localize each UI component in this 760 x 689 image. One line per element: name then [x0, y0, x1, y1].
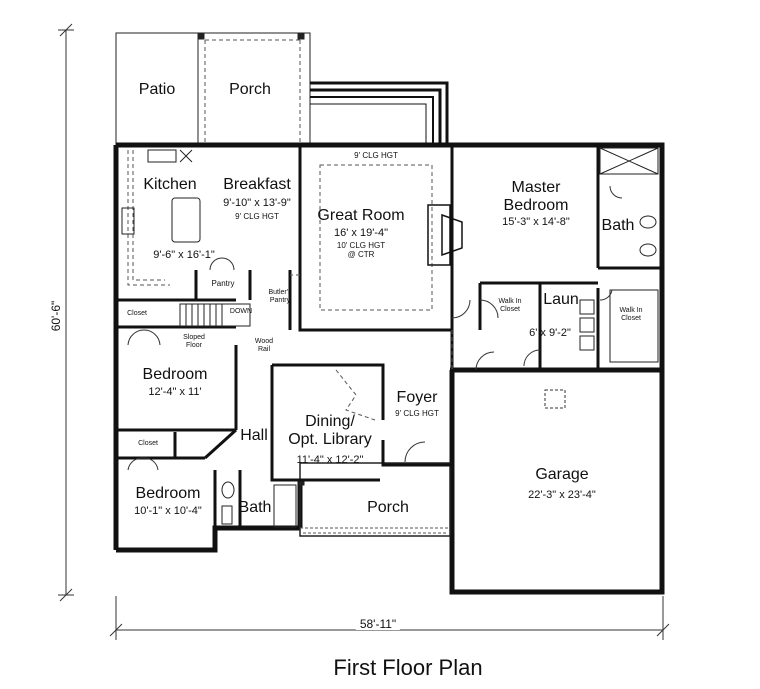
great-room-dims: 16' x 19'-4": [334, 227, 388, 239]
garage-label: Garage: [535, 466, 589, 483]
master-bath-label: Bath: [601, 217, 635, 234]
laundry-dims: 6' x 9'-2": [529, 327, 571, 339]
stairs-down-label: DOWN: [229, 308, 253, 315]
bath-fixtures: [221, 147, 659, 528]
bedroom-3-label: Bedroom: [135, 485, 201, 502]
plan-title: First Floor Plan: [333, 655, 483, 680]
bedroom-2-label: Bedroom: [142, 366, 208, 383]
door-swings: [127, 185, 623, 471]
pantry-label: Pantry: [211, 279, 235, 288]
dining-dims: 11'-4" x 12'-2": [296, 454, 364, 466]
bath-2-label: Bath: [238, 499, 272, 516]
stairs: [179, 303, 251, 327]
bedroom-2-dims: 12'-4" x 11': [148, 386, 202, 398]
front-porch: [298, 462, 451, 537]
great-room-ceiling-note: 10' CLG HGT: [336, 241, 386, 250]
hall-label: Hall: [240, 427, 268, 444]
garage-light: [544, 389, 566, 409]
interior-walls: [116, 145, 662, 528]
rear-porch-label: Porch: [229, 81, 271, 98]
dashed-features: [127, 150, 453, 421]
fireplace: [427, 204, 463, 266]
patio-label: Patio: [138, 81, 176, 98]
foyer-label: Foyer: [396, 389, 438, 406]
great-room-ceiling-note-2: @ CTR: [347, 250, 375, 259]
kitchen-dims: 9'-6" x 16'-1": [153, 249, 215, 261]
closet-1-label: Closet: [127, 310, 147, 317]
breakfast-label: Breakfast: [223, 176, 291, 193]
overall-depth-dimension: 60'-6": [49, 297, 63, 335]
great-room-ceiling-top: 9' CLG HGT: [354, 151, 398, 160]
master-bedroom-label-1: Master: [511, 179, 561, 196]
front-porch-label: Porch: [367, 499, 409, 516]
master-bedroom-dims: 15'-3" x 14'-8": [502, 216, 570, 228]
master-bedroom-label-2: Bedroom: [503, 197, 569, 214]
great-room-label: Great Room: [317, 207, 405, 224]
garage-dims: 22'-3" x 23'-4": [528, 489, 596, 501]
laundry-label: Laun: [543, 291, 579, 308]
overall-width-dimension: 58'-11": [355, 618, 401, 630]
dining-label-1: Dining/: [305, 413, 355, 430]
kitchen-fixtures: [121, 149, 201, 243]
dining-label-2: Opt. Library: [288, 431, 372, 448]
bedroom-3-dims: 10'-1" x 10'-4": [134, 505, 202, 517]
kitchen-label: Kitchen: [143, 176, 197, 193]
closet-2-label: Closet: [138, 440, 158, 447]
foyer-ceiling-note: 9' CLG HGT: [395, 409, 439, 418]
breakfast-ceiling-note: 9' CLG HGT: [235, 212, 279, 221]
breakfast-dims: 9'-10" x 13'-9": [223, 197, 291, 209]
dimension-lines: [58, 23, 670, 640]
chimney-railing: [310, 81, 449, 145]
